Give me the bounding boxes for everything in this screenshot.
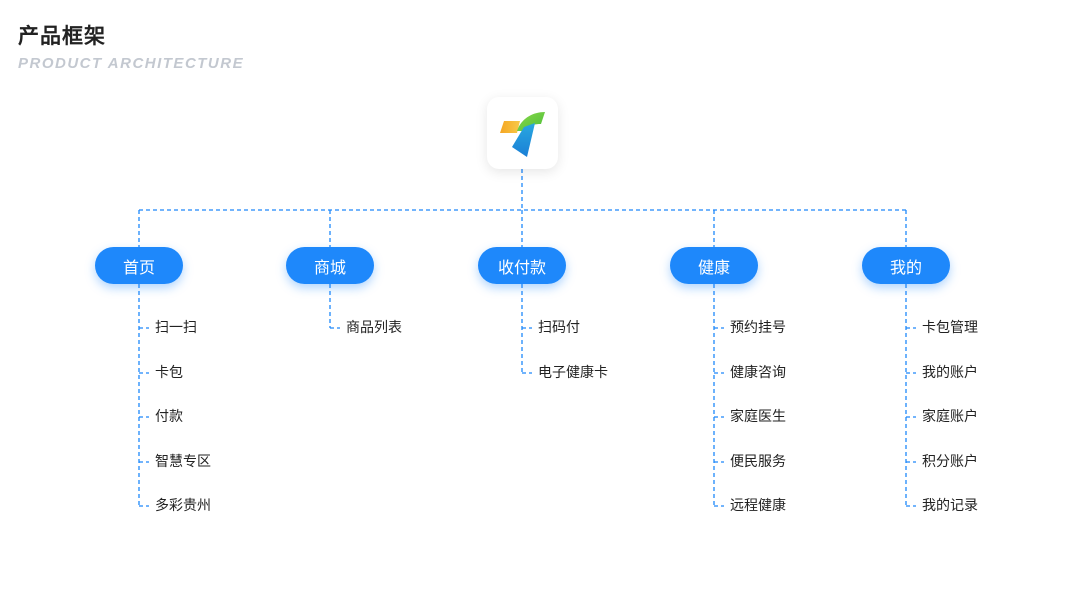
child-node: 卡包管理 [922, 320, 978, 336]
child-node: 家庭医生 [730, 409, 786, 425]
category-node[interactable]: 商城 [286, 247, 374, 284]
category-node[interactable]: 健康 [670, 247, 758, 284]
category-node[interactable]: 我的 [862, 247, 950, 284]
category-node[interactable]: 首页 [95, 247, 183, 284]
child-node: 便民服务 [730, 454, 786, 470]
child-node: 家庭账户 [922, 409, 978, 425]
child-node: 电子健康卡 [538, 365, 608, 381]
page-subtitle: PRODUCT ARCHITECTURE [18, 55, 245, 72]
child-node: 智慧专区 [155, 454, 211, 470]
child-node: 扫码付 [538, 320, 580, 336]
child-node: 卡包 [155, 365, 183, 381]
app-logo [487, 97, 558, 169]
app-logo-icon [500, 112, 545, 157]
child-node: 商品列表 [346, 320, 402, 336]
page-title: 产品框架 [18, 24, 106, 48]
child-node: 远程健康 [730, 498, 786, 514]
child-node: 扫一扫 [155, 320, 197, 336]
child-node: 多彩贵州 [155, 498, 211, 514]
category-node[interactable]: 收付款 [478, 247, 566, 284]
child-node: 积分账户 [922, 454, 978, 470]
child-node: 预约挂号 [730, 320, 786, 336]
child-node: 付款 [155, 409, 183, 425]
child-node: 健康咨询 [730, 365, 786, 381]
child-node: 我的账户 [922, 365, 978, 381]
child-node: 我的记录 [922, 498, 978, 514]
